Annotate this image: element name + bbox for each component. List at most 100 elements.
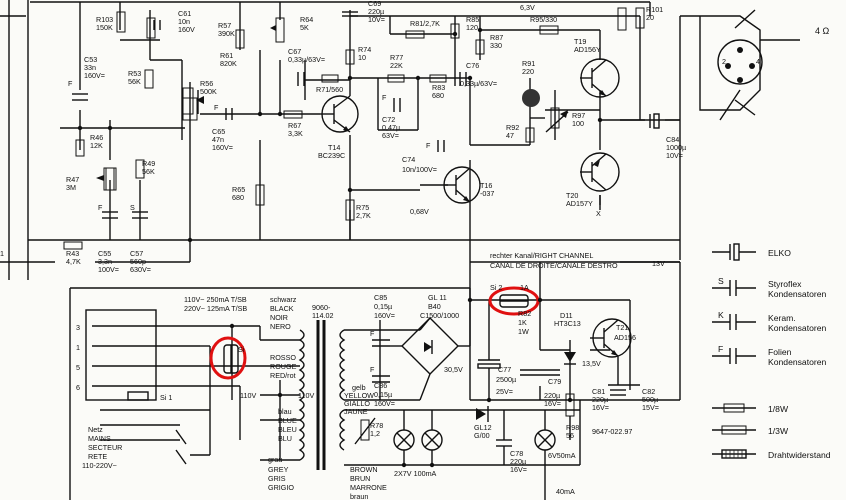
c72-voltage: 63V= — [382, 131, 399, 140]
lamp-rating-2: 6V50mA — [548, 451, 576, 460]
r61-label: R61 — [220, 51, 233, 60]
left-edge-digit: 1 — [0, 249, 4, 258]
wire-red-en: RED/rot — [270, 371, 296, 380]
si2-label: Si 2 — [490, 283, 502, 292]
voltage-0-68: 0,68V — [410, 207, 429, 216]
r65-label: R65 — [232, 185, 245, 194]
c84-value: 1000µ — [666, 143, 686, 152]
c82-label: C82 — [642, 387, 655, 396]
c65-label: C65 — [212, 127, 225, 136]
wire-grey-en: GREY — [268, 465, 289, 474]
c78-value: 220µ — [510, 457, 526, 466]
r83-label: R83 — [432, 83, 445, 92]
r53-label: R53 — [128, 69, 141, 78]
fuse-si-label: Si — [238, 345, 245, 354]
r77-value: 22K — [390, 61, 403, 70]
wire-brown-de: braun — [350, 492, 368, 500]
r56-value: 500K — [200, 87, 217, 96]
wire-black-fr: NOIR — [270, 313, 288, 322]
r67-label: R67 — [288, 121, 301, 130]
c85-type-marker: F — [370, 329, 375, 338]
c67-label: C67 — [288, 47, 301, 56]
legend-s-letter: S — [718, 276, 724, 286]
gl11-rating: C1500/1000 — [420, 311, 459, 320]
wire-red-fr: ROUGE — [270, 362, 297, 371]
r57-label: R57 — [218, 21, 231, 30]
wire-grey-de: grau — [268, 455, 282, 464]
c69-voltage: 10V= — [368, 15, 385, 24]
c85-value: 0,15µ — [374, 302, 392, 311]
c78-voltage: 16V= — [510, 465, 527, 474]
t21-label: T21 — [616, 323, 628, 332]
r75-value: 2,7K — [356, 211, 371, 220]
r85-label: R85 — [466, 15, 479, 24]
transistors — [320, 58, 632, 358]
t14-label: T14 — [328, 143, 340, 152]
fuse-rating-220: 220V~ 125mA T/SB — [184, 304, 247, 313]
c85-voltage: 160V= — [374, 311, 395, 320]
legend-1-3w: 1/3W — [768, 426, 789, 436]
c86-value: 0,15µ — [374, 390, 392, 399]
legend-drahtwiderstand: Drahtwiderstand — [768, 450, 831, 460]
c74-value: 10n/100V= — [402, 165, 437, 174]
fuse-highlight-right — [488, 286, 540, 316]
c72-label: C72 — [382, 115, 395, 124]
r77-label: R77 — [390, 53, 403, 62]
t16-type: -037 — [480, 189, 494, 198]
mains-fr: SECTEUR — [88, 443, 122, 452]
r64-value: 5K — [300, 23, 309, 32]
legend-k-letter: K — [718, 310, 724, 320]
tap-3: 3 — [76, 323, 80, 332]
c82-voltage: 15V= — [642, 403, 659, 412]
wire-blue-en: BLUE — [278, 416, 297, 425]
wire-brown-fr: BRUN — [350, 474, 370, 483]
r46-value: 12K — [90, 141, 103, 150]
r101-label: R101 — [646, 5, 663, 14]
si1-label: Si 1 — [160, 393, 172, 402]
c65-value: 47n — [212, 135, 224, 144]
c72-type-marker: F — [382, 93, 387, 102]
wire-brown-en: BROWN — [350, 465, 378, 474]
psu-capacitors — [470, 262, 681, 465]
c83-value: 220µ — [544, 391, 560, 400]
r87-value: 330 — [490, 41, 502, 50]
c82-value: 500µ — [642, 395, 658, 404]
r91-thermistor — [522, 89, 540, 107]
r91-value: 220 — [522, 67, 534, 76]
c69-label: C69 — [368, 0, 381, 8]
indicator-lamps — [354, 406, 556, 500]
potentiometers — [96, 17, 569, 191]
r65-value: 680 — [232, 193, 244, 202]
c77-label: C77 — [498, 365, 511, 374]
transistor-t20 — [580, 152, 620, 192]
gl12-label: GL12 — [474, 423, 492, 432]
legend-styroflex-1: Styroflex — [768, 279, 802, 289]
c86-type-marker: F — [370, 365, 375, 374]
wire-red-it: ROSSO — [270, 353, 296, 362]
legend-elko: ELKO — [768, 248, 791, 258]
c65-type-marker: F — [214, 103, 219, 112]
bridge-rectifier — [372, 300, 471, 401]
r83-value: 680 — [432, 91, 444, 100]
c55-value: 3,3n — [98, 257, 112, 266]
r82-value: 1K — [518, 318, 527, 327]
c81-value: 220µ — [592, 395, 608, 404]
voltage-30-5: 30,5V — [444, 365, 463, 374]
c69-value: 220µ — [368, 7, 384, 16]
r87-label: R87 — [490, 33, 503, 42]
r49-label: R49 — [142, 159, 155, 168]
c61-voltage: 160V — [178, 25, 195, 34]
c85-label: C85 — [374, 293, 387, 302]
r47-value: 3M — [66, 183, 76, 192]
c57-value: 560p — [130, 257, 146, 266]
gl11-type: B40 — [428, 302, 441, 311]
gl12-type: G/00 — [474, 431, 490, 440]
legend-1-8w: 1/8W — [768, 404, 789, 414]
c84-label: C84 — [666, 135, 679, 144]
c79-label: C79 — [548, 377, 561, 386]
wire-blue-de: blau — [278, 407, 292, 416]
r57-value: 390K — [218, 29, 235, 38]
mains-en: MAINS — [88, 434, 111, 443]
mains-voltage: 110-220V~ — [82, 461, 117, 470]
